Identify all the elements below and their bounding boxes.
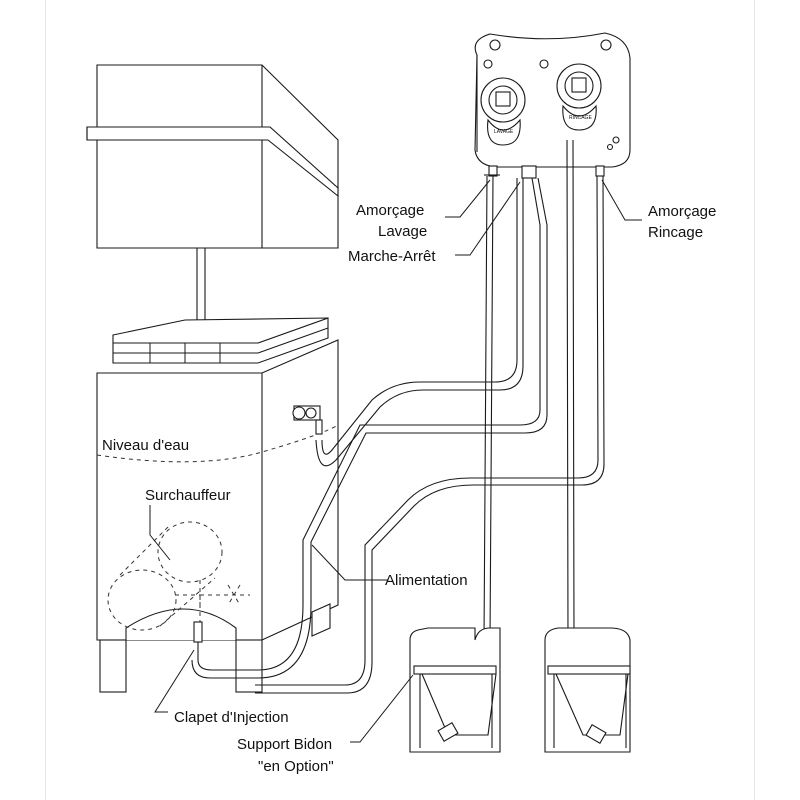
label-amorcage-lavage-2: Lavage — [378, 223, 427, 240]
label-surchauffeur: Surchauffeur — [145, 487, 231, 504]
supply-fitting — [292, 405, 323, 435]
label-alimentation: Alimentation — [385, 572, 468, 589]
pump-label-rincage: RINCAGE — [569, 115, 592, 121]
label-niveau-eau: Niveau d'eau — [102, 437, 189, 454]
bidon-left — [409, 627, 501, 753]
label-amorcage-rincage-1: Amorçage — [648, 203, 716, 220]
dishwasher-body — [96, 339, 339, 693]
injection-valve — [193, 621, 203, 660]
water-level-line — [96, 424, 339, 463]
label-marche-arret: Marche-Arrêt — [348, 248, 436, 265]
label-support-bidon-2: "en Option" — [258, 758, 334, 775]
dishwasher-hood — [86, 64, 339, 249]
leader-lines — [149, 179, 642, 743]
label-amorcage-lavage-1: Amorçage — [356, 202, 424, 219]
dish-rack — [112, 317, 329, 364]
label-amorcage-rincage-2: Rincage — [648, 224, 703, 241]
label-support-bidon-1: Support Bidon — [237, 736, 332, 753]
pump-label-lavage: LAVAGE — [494, 129, 514, 135]
label-clapet-injection: Clapet d'Injection — [174, 709, 289, 726]
superheater — [107, 521, 250, 631]
dispenser-unit: LAVAGE RINCAGE — [474, 32, 631, 179]
bidon-right — [544, 627, 631, 753]
